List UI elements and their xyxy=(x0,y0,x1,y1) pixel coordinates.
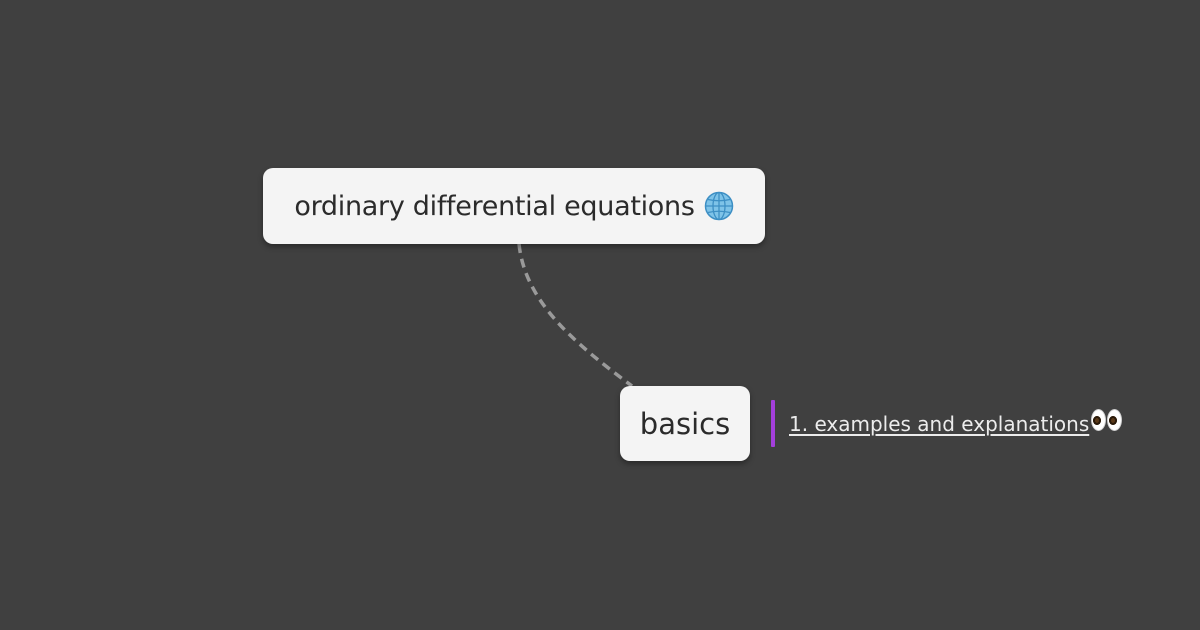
connector-root-to-basics xyxy=(517,243,634,388)
examples-link[interactable]: 1. examples and explanations xyxy=(789,411,1090,436)
root-node[interactable]: ordinary differential equations xyxy=(263,168,765,244)
eyes-icon xyxy=(1091,408,1123,431)
root-node-label: ordinary differential equations xyxy=(294,190,695,222)
basics-node[interactable]: basics xyxy=(620,386,750,461)
leaf-accent-bar xyxy=(771,400,775,447)
globe-icon xyxy=(704,191,734,221)
right-eye xyxy=(1107,408,1123,431)
left-eye xyxy=(1091,408,1107,431)
leaf-node[interactable]: 1. examples and explanations xyxy=(771,400,1123,447)
basics-node-label: basics xyxy=(639,406,731,441)
